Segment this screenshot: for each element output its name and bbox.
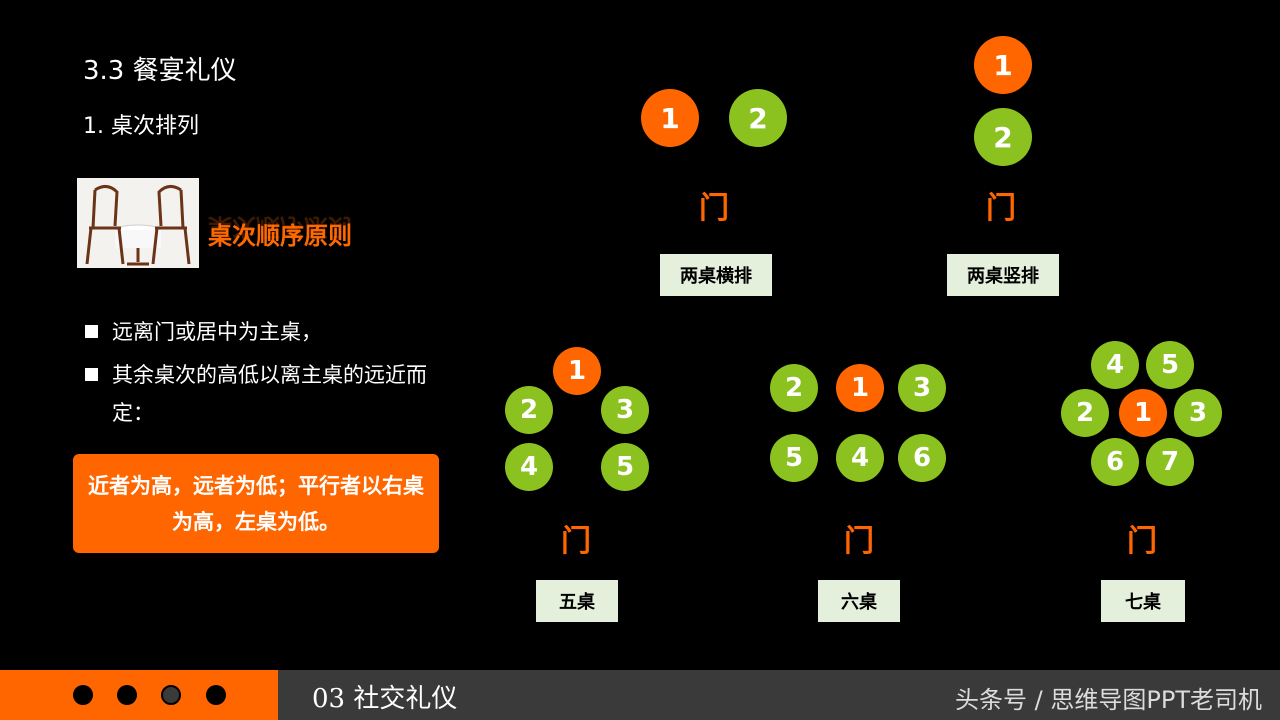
footer-bar xyxy=(278,670,1280,720)
slide-dot-3-active[interactable] xyxy=(161,685,181,705)
table-circle: 3 xyxy=(898,364,946,412)
brand-watermark: 头条号 / 思维导图PPT老司机 xyxy=(955,686,1262,714)
principle-label-reflection: 桌次顺序原则 xyxy=(208,213,352,241)
footer-accent-bar xyxy=(0,670,278,720)
diagram-label: 五桌 xyxy=(536,580,618,622)
page-subtitle: 1. 桌次排列 xyxy=(83,114,199,139)
table-circle: 3 xyxy=(1174,389,1222,437)
table-circle: 5 xyxy=(770,434,818,482)
chairs-image xyxy=(77,178,199,268)
bullet-square-icon xyxy=(85,368,98,381)
table-circle: 1 xyxy=(553,347,601,395)
table-circle: 4 xyxy=(836,434,884,482)
slide-dot-4[interactable] xyxy=(206,685,226,705)
table-circle: 6 xyxy=(898,434,946,482)
door-label: 门 xyxy=(1127,524,1157,559)
table-circle: 1 xyxy=(641,89,699,147)
table-circle: 4 xyxy=(505,443,553,491)
diagram-label: 六桌 xyxy=(818,580,900,622)
door-label: 门 xyxy=(699,191,729,226)
table-circle: 4 xyxy=(1091,341,1139,389)
door-label: 门 xyxy=(561,524,591,559)
table-circle: 7 xyxy=(1146,438,1194,486)
table-circle: 2 xyxy=(770,364,818,412)
slide-dot-1[interactable] xyxy=(73,685,93,705)
page-title: 3.3 餐宴礼仪 xyxy=(83,56,237,86)
table-circle: 5 xyxy=(601,443,649,491)
table-circle: 3 xyxy=(601,386,649,434)
diagram-label: 两桌横排 xyxy=(660,254,772,296)
table-circle: 2 xyxy=(1061,389,1109,437)
table-circle: 2 xyxy=(729,89,787,147)
bullet-square-icon xyxy=(85,325,98,338)
table-circle: 5 xyxy=(1146,341,1194,389)
table-circle: 1 xyxy=(1119,389,1167,437)
section-title: 03 社交礼仪 xyxy=(312,684,458,714)
table-circle: 2 xyxy=(505,386,553,434)
table-circle: 2 xyxy=(974,108,1032,166)
slide-dot-2[interactable] xyxy=(117,685,137,705)
diagram-label: 两桌竖排 xyxy=(947,254,1059,296)
door-label: 门 xyxy=(844,524,874,559)
diagram-label: 七桌 xyxy=(1101,580,1185,622)
door-label: 门 xyxy=(986,191,1016,226)
table-circle: 1 xyxy=(836,364,884,412)
table-circle: 6 xyxy=(1091,438,1139,486)
rule-callout: 近者为高，远者为低；平行者以右桌为高，左桌为低。 xyxy=(73,454,439,553)
principle-label: 桌次顺序原则 xyxy=(208,222,352,250)
table-circle: 1 xyxy=(974,36,1032,94)
